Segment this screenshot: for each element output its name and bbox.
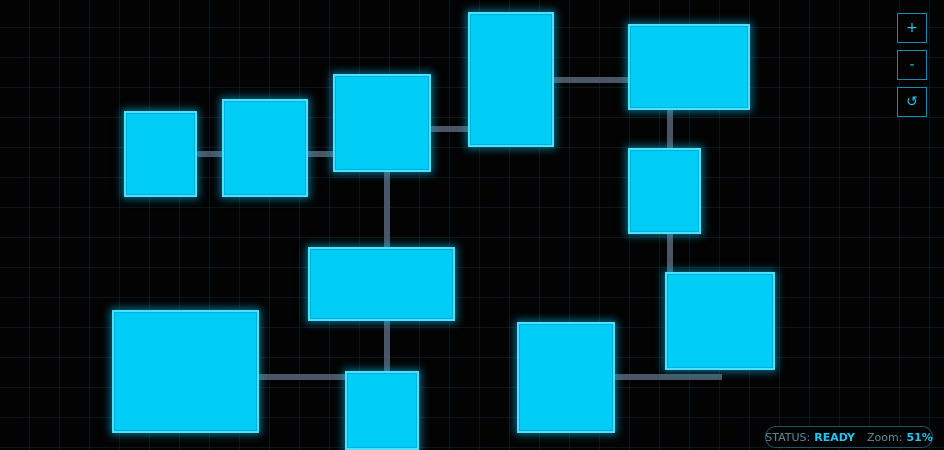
connector-edge[interactable] [667, 109, 673, 149]
connector-edge[interactable] [553, 77, 629, 83]
minus-icon: - [909, 57, 915, 73]
diagram-node[interactable] [517, 322, 615, 433]
connector-edge[interactable] [614, 374, 722, 380]
reset-view-button[interactable]: ↺ [897, 87, 927, 117]
connector-edge[interactable] [430, 126, 469, 132]
zoom-label: Zoom: [867, 430, 903, 444]
diagram-node[interactable] [308, 247, 455, 321]
zoom-out-button[interactable]: - [897, 50, 927, 80]
zoom-in-button[interactable]: + [897, 13, 927, 43]
connector-edge[interactable] [307, 151, 334, 157]
connector-edge[interactable] [258, 374, 346, 380]
diagram-node[interactable] [665, 272, 775, 370]
diagram-node[interactable] [333, 74, 431, 172]
status-value: READY [814, 430, 856, 444]
connector-edge[interactable] [667, 233, 673, 273]
status-bar: STATUS: READY Zoom: 51% [765, 426, 933, 448]
diagram-node[interactable] [345, 371, 419, 450]
diagram-node[interactable] [222, 99, 308, 197]
plus-icon: + [906, 20, 918, 36]
diagram-node[interactable] [628, 148, 701, 234]
connector-edge[interactable] [384, 320, 390, 372]
reset-icon: ↺ [906, 94, 918, 110]
diagram-node[interactable] [124, 111, 197, 197]
zoom-value: 51% [906, 430, 933, 444]
status-label: STATUS: [765, 430, 811, 444]
diagram-node[interactable] [628, 24, 750, 110]
connector-edge[interactable] [384, 171, 390, 248]
diagram-node[interactable] [468, 12, 554, 147]
diagram-node[interactable] [112, 310, 259, 433]
connector-edge[interactable] [196, 151, 223, 157]
